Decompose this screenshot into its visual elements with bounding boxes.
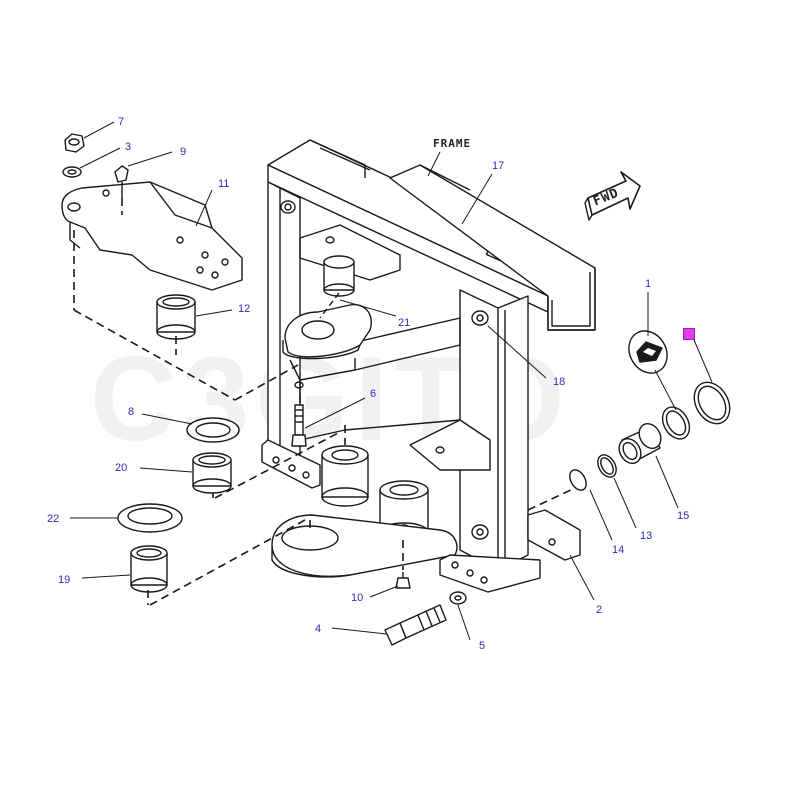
callout-8[interactable]: 8 xyxy=(128,406,135,418)
grease-fitting-10 xyxy=(395,572,411,589)
o-ring-14 xyxy=(569,469,587,491)
callout-3[interactable]: 3 xyxy=(125,141,132,153)
callout-6[interactable]: 6 xyxy=(370,388,377,400)
lower-pivot-bosses xyxy=(321,445,429,542)
left-mounting-bar xyxy=(261,439,321,489)
callout-14[interactable]: 14 xyxy=(612,544,625,556)
decal-1 xyxy=(628,330,668,374)
lower-pivot-plate xyxy=(271,514,458,578)
callout-15[interactable]: 15 xyxy=(677,510,690,522)
callout-4[interactable]: 4 xyxy=(315,623,322,635)
bushing-20 xyxy=(192,452,232,494)
assembly-dash-lines xyxy=(73,198,576,606)
washer-3 xyxy=(62,166,82,178)
callout-1[interactable]: 1 xyxy=(645,278,652,290)
callout-21[interactable]: 21 xyxy=(398,317,411,329)
callout-2[interactable]: 2 xyxy=(596,604,603,616)
callout-5[interactable]: 5 xyxy=(479,640,486,652)
bushing-19 xyxy=(130,545,168,593)
callout-7[interactable]: 7 xyxy=(118,116,125,128)
pin-15 xyxy=(618,422,662,465)
callout-22[interactable]: 22 xyxy=(47,513,60,525)
callout-19[interactable]: 19 xyxy=(58,574,71,586)
bushing-12 xyxy=(156,294,196,340)
seal-ring-small xyxy=(661,406,691,440)
grease-fitting-9 xyxy=(114,165,129,198)
nut-7 xyxy=(64,133,85,153)
leader-lines xyxy=(70,121,713,641)
seal-ring-large-16 xyxy=(693,381,731,425)
callout-12[interactable]: 12 xyxy=(238,303,251,315)
bolt-6 xyxy=(291,381,307,447)
washer-22 xyxy=(117,503,183,533)
callout-17[interactable]: 17 xyxy=(492,160,505,172)
washer-8 xyxy=(186,417,240,443)
callout-18[interactable]: 18 xyxy=(553,376,566,388)
bolt-4 xyxy=(384,604,447,646)
bottom-mounting-bar xyxy=(439,509,581,593)
callout-11[interactable]: 11 xyxy=(218,178,230,190)
callout-9[interactable]: 9 xyxy=(180,146,187,158)
washer-5 xyxy=(449,591,467,605)
upper-bracket-11 xyxy=(61,181,243,291)
ring-13 xyxy=(597,454,617,478)
fwd-arrow xyxy=(584,171,641,221)
callout-13[interactable]: 13 xyxy=(640,530,653,542)
frame-label: FRAME xyxy=(433,137,472,150)
callout-20[interactable]: 20 xyxy=(115,462,128,474)
callout-10[interactable]: 10 xyxy=(351,592,364,604)
frame-right-post xyxy=(459,289,529,571)
frame-top-beam xyxy=(267,139,596,331)
highlighted-callout-marker[interactable] xyxy=(683,328,695,340)
